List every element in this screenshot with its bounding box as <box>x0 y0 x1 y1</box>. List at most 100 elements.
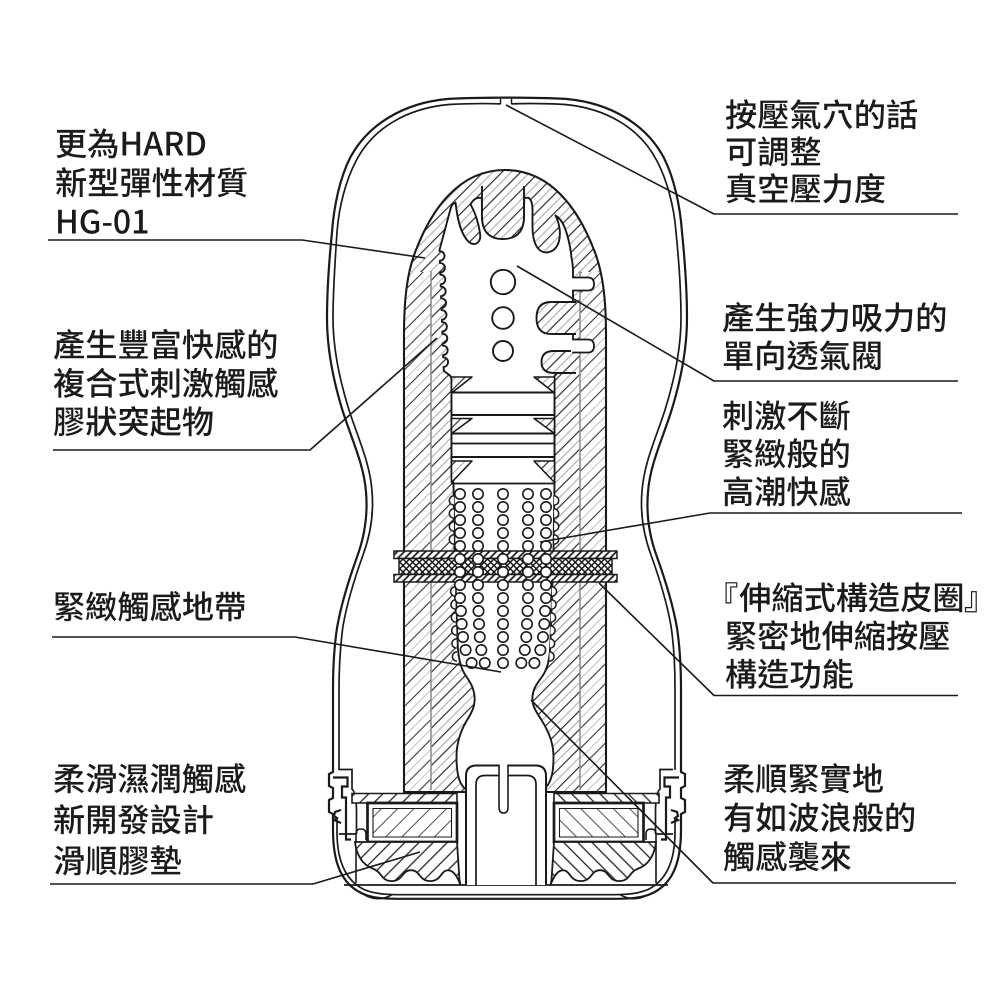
channel-wall-nubs <box>448 495 560 662</box>
rib-wedge <box>533 376 556 394</box>
callout-label-material <box>56 128 247 234</box>
glyph <box>823 99 853 130</box>
vent-slot-lower <box>571 339 594 353</box>
glyph <box>182 406 213 437</box>
texture-dot <box>496 630 509 643</box>
glyph <box>787 402 818 431</box>
glyph <box>214 762 246 794</box>
texture-dot <box>496 513 509 526</box>
glyph <box>119 367 149 398</box>
texture-dot <box>471 539 484 552</box>
shell-inner-wall-left <box>332 102 501 770</box>
wall-nub <box>553 508 560 519</box>
texture-dot <box>520 617 533 630</box>
center-column <box>466 765 546 885</box>
wall-nub <box>550 625 556 636</box>
rib-wedge <box>450 460 473 484</box>
gel-foot <box>353 841 462 886</box>
wall-nub <box>448 508 455 519</box>
glyph <box>822 658 853 689</box>
texture-dot <box>521 500 534 513</box>
glyph <box>853 341 881 371</box>
glyph <box>758 620 789 651</box>
glyph <box>919 621 949 650</box>
glyph <box>53 407 85 437</box>
glyph <box>724 764 755 794</box>
sleeve-outline <box>402 168 608 794</box>
glyph <box>187 131 206 156</box>
texture-dot <box>528 656 541 669</box>
glyph <box>725 658 757 689</box>
glyph <box>150 763 180 794</box>
glyph <box>756 840 787 872</box>
vent-slot-lower-edge <box>572 338 595 354</box>
valve-hole-2 <box>491 306 515 330</box>
glyph <box>755 476 785 507</box>
texture-dot <box>521 526 534 539</box>
texture-dot <box>521 604 534 617</box>
glyph <box>215 591 245 622</box>
wall-nub <box>451 651 458 662</box>
glyph <box>183 804 213 835</box>
leader-climax <box>539 512 962 543</box>
callout-label-protrusions <box>53 328 278 437</box>
rib-wedge <box>450 417 473 435</box>
glyph <box>54 592 84 622</box>
glyph <box>182 763 213 794</box>
texture-dot <box>496 565 509 578</box>
glyph <box>85 846 117 876</box>
sleeve-outer-layer-left <box>404 272 431 792</box>
glyph <box>53 328 85 360</box>
glyph <box>58 209 76 234</box>
callout-label-air-hole <box>725 99 918 204</box>
glyph <box>122 131 141 156</box>
wall-nub <box>450 612 457 623</box>
glyph <box>150 406 182 437</box>
texture-dot <box>539 487 552 500</box>
wall-nub <box>450 599 456 610</box>
glyph <box>755 764 787 794</box>
callout-leaders <box>48 104 962 885</box>
texture-dot <box>539 513 552 526</box>
glyph <box>819 475 851 507</box>
leader-material <box>48 239 426 259</box>
glyph <box>820 302 848 333</box>
texture-dot <box>496 552 509 565</box>
glyph <box>726 138 756 167</box>
base-cap <box>331 764 681 900</box>
texture-dot <box>472 617 485 630</box>
vent-slot-upper <box>571 277 594 291</box>
texture-dot <box>471 500 484 513</box>
glyph <box>724 802 754 833</box>
glyph <box>788 802 819 833</box>
glyph <box>886 802 915 832</box>
glyph <box>723 341 753 371</box>
glyph <box>247 367 278 398</box>
texture-dots <box>453 487 552 669</box>
leader-check-valve <box>516 265 958 382</box>
glyph <box>787 302 818 333</box>
shell-inner-wall-right <box>511 102 682 770</box>
valve-hole-3 <box>492 340 514 362</box>
chamber-finger-right-mid <box>535 301 576 335</box>
rib-block-1 <box>450 391 556 416</box>
glyph <box>86 329 116 359</box>
texture-dot <box>473 630 486 643</box>
glyph <box>121 168 151 198</box>
glyph <box>217 167 247 198</box>
pad-gel <box>558 807 639 838</box>
callout-label-check-valve <box>722 301 946 371</box>
wall-nub <box>448 495 455 506</box>
texture-dot <box>453 487 466 500</box>
texture-dot <box>472 604 485 617</box>
texture-dot <box>536 630 549 643</box>
glyph <box>725 99 757 130</box>
callout-label-gel-pad <box>54 762 246 876</box>
rib-section <box>450 376 556 485</box>
glyph <box>964 591 977 613</box>
rib-wedge <box>533 417 556 435</box>
glyph <box>86 763 116 794</box>
glyph <box>756 802 785 833</box>
texture-dot <box>538 617 551 630</box>
glyph <box>790 659 820 689</box>
